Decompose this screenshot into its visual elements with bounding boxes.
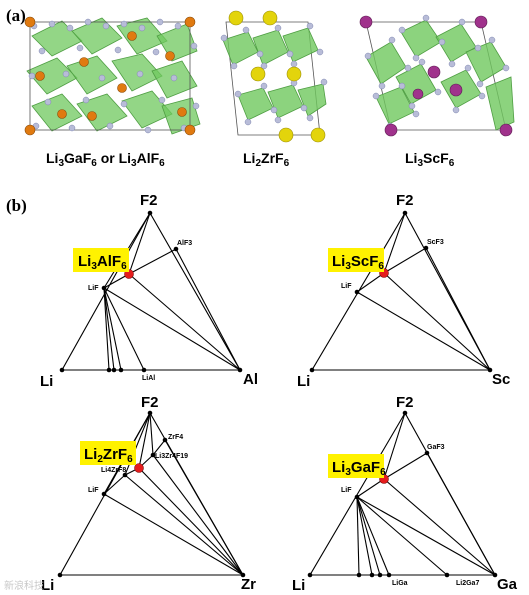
label-li3zr4f19: Li3Zr4F19 (155, 453, 188, 460)
label-scf3: ScF3 (427, 239, 444, 246)
label-lif-sc: LiF (341, 283, 352, 290)
vertex-f2-zr: F2 (141, 394, 159, 411)
vertex-zr: Zr (241, 576, 256, 593)
vertex-li-sc: Li (297, 373, 310, 390)
caption-li3gaf6-or-li3alf6: Li3GaF6 or Li3AlF6 (46, 150, 165, 169)
highlight-li2zrf6: Li2ZrF6 (84, 446, 133, 465)
label-lif-zr: LiF (88, 487, 99, 494)
phase-diagram-zr: F2 Li Zr ZrF4 Li3Zr4F19 Li4ZrF8 LiF Li2Z… (41, 394, 256, 594)
vertex-al: Al (243, 371, 258, 388)
crystal-structure-li3scf6 (359, 14, 515, 137)
vertex-f2-al: F2 (140, 192, 158, 209)
label-lif-ga: LiF (341, 487, 352, 494)
label-liga: LiGa (392, 580, 408, 587)
vertex-li-zr: Li (41, 577, 54, 594)
vertex-sc: Sc (492, 371, 510, 388)
phase-diagram-sc: F2 Li Sc ScF3 LiF Li3ScF6 (297, 192, 510, 390)
label-gaf3: GaF3 (427, 444, 445, 451)
label-alf3: AlF3 (177, 240, 192, 247)
label-lial: LiAl (142, 375, 155, 382)
highlight-li3scf6: Li3ScF6 (332, 253, 384, 272)
highlight-li3alf6: Li3AlF6 (78, 253, 127, 272)
panel-a-label: (a) (6, 6, 26, 25)
phase-diagram-al: F2 Li Al AlF3 LiF LiAl Li3AlF6 (40, 192, 258, 390)
label-li4zrf8: Li4ZrF8 (101, 467, 126, 474)
vertex-li-ga: Li (292, 577, 305, 594)
label-zrf4: ZrF4 (168, 434, 183, 441)
crystal-structure-li3gaf6 (24, 16, 201, 136)
caption-li3scf6: Li3ScF6 (405, 150, 455, 169)
phase-diagram-ga: F2 Li Ga GaF3 LiF LiGa Li2Ga7 Li3GaF6 (292, 394, 518, 594)
highlight-li3gaf6: Li3GaF6 (332, 459, 386, 478)
watermark: 新浪科技 (4, 581, 44, 592)
label-li2ga7: Li2Ga7 (456, 580, 479, 587)
crystal-structure-li2zrf6 (220, 10, 328, 143)
label-lif-al: LiF (88, 285, 99, 292)
panel-b-label: (b) (6, 196, 27, 215)
vertex-ga: Ga (497, 576, 518, 593)
vertex-f2-ga: F2 (396, 394, 414, 411)
vertex-f2-sc: F2 (396, 192, 414, 209)
caption-li2zrf6: Li2ZrF6 (243, 150, 290, 169)
vertex-li-al: Li (40, 373, 53, 390)
